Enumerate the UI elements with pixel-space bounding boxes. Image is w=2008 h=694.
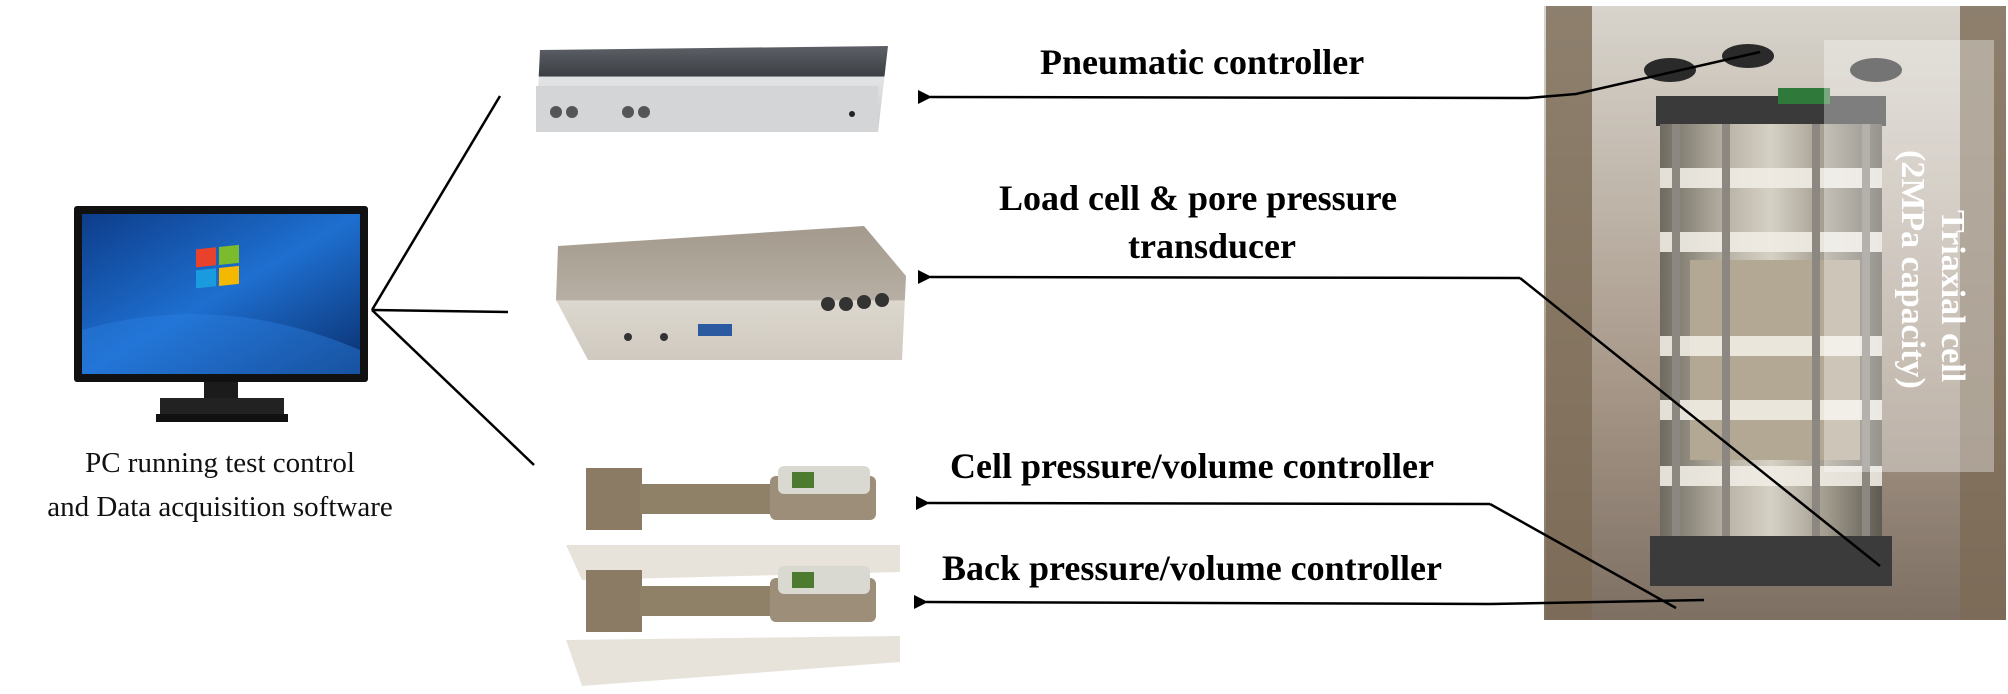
label-loadcell-line2: transducer bbox=[1128, 226, 1296, 266]
arrows bbox=[913, 50, 1881, 610]
label-triaxial-capacity: (2MPa capacity) bbox=[1894, 150, 1931, 389]
label-cell-controller: Cell pressure/volume controller bbox=[950, 446, 1434, 486]
cell-pressure-controller-device bbox=[566, 466, 900, 580]
windows-logo-icon bbox=[196, 244, 239, 289]
pc-connection-lines bbox=[370, 95, 535, 466]
arrow-pneumatic bbox=[1527, 50, 1761, 100]
arrow-cell bbox=[1489, 502, 1677, 610]
arrow-back-main bbox=[913, 594, 1491, 609]
triaxial-cell-photo bbox=[1544, 6, 2006, 620]
loadcell-transducer-device bbox=[556, 226, 906, 360]
arrow-loadcell-main bbox=[917, 269, 1521, 284]
pc-monitor bbox=[74, 206, 368, 422]
pneumatic-controller-device bbox=[536, 46, 888, 132]
label-pneumatic-controller: Pneumatic controller bbox=[1040, 42, 1365, 82]
arrow-cell-main bbox=[915, 495, 1491, 510]
arrow-loadcell bbox=[1519, 277, 1881, 567]
label-triaxial-cell: Triaxial cell bbox=[1934, 210, 1971, 383]
label-back-controller: Back pressure/volume controller bbox=[942, 548, 1442, 588]
arrow-pneumatic-main bbox=[917, 89, 1529, 104]
pc-label-line1: PC running test control bbox=[85, 447, 355, 479]
back-pressure-controller-device bbox=[566, 566, 900, 686]
label-loadcell-line1: Load cell & pore pressure bbox=[999, 178, 1397, 218]
pc-label-line2: and Data acquisition software bbox=[47, 491, 393, 523]
arrow-back bbox=[1489, 598, 1705, 606]
